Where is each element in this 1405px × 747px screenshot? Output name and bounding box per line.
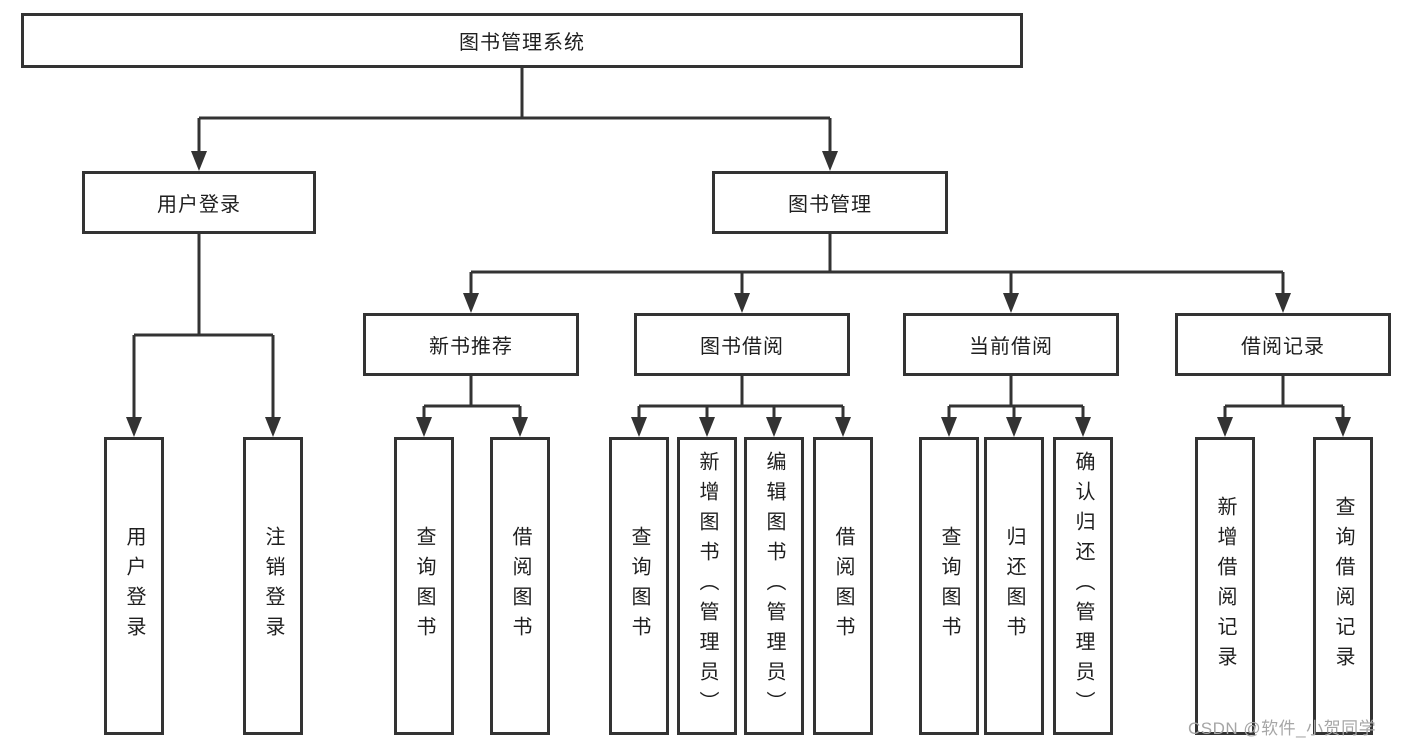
csdn-watermark: CSDN @软件_小贺同学 [1188,719,1377,738]
leaf-add-borrow-record: 新增借阅记录 [1195,437,1255,735]
leaf-user-login: 用户登录 [104,437,164,735]
leaf-label: 编辑图书（管理员） [763,451,785,721]
leaf-label: 查询图书 [628,526,650,646]
node-book-management: 图书管理 [712,171,948,234]
leaf-query-books: 查询图书 [919,437,979,735]
node-book-borrow: 图书借阅 [634,313,850,376]
leaf-label: 借阅图书 [509,526,531,646]
leaf-label: 查询图书 [938,526,960,646]
node-label: 图书管理系统 [459,32,585,54]
leaf-label: 借阅图书 [832,526,854,646]
node-label: 图书借阅 [700,336,784,358]
leaf-return-books: 归还图书 [984,437,1044,735]
leaf-label: 归还图书 [1003,526,1025,646]
leaf-borrow-books: 借阅图书 [813,437,873,735]
node-borrow-records: 借阅记录 [1175,313,1391,376]
leaf-label: 新增借阅记录 [1214,496,1236,676]
node-user-login: 用户登录 [82,171,316,234]
node-label: 新书推荐 [429,336,513,358]
leaf-add-books-admin: 新增图书（管理员） [677,437,737,735]
leaf-logout: 注销登录 [243,437,303,735]
node-label: 图书管理 [788,194,872,216]
node-label: 用户登录 [157,194,241,216]
node-label: 借阅记录 [1241,336,1325,358]
node-current-borrow: 当前借阅 [903,313,1119,376]
leaf-label: 注销登录 [262,526,284,646]
leaf-confirm-return-admin: 确认归还（管理员） [1053,437,1113,735]
leaf-query-books: 查询图书 [609,437,669,735]
leaf-label: 查询图书 [413,526,435,646]
leaf-edit-books-admin: 编辑图书（管理员） [744,437,804,735]
node-root-system: 图书管理系统 [21,13,1023,68]
leaf-label: 用户登录 [123,526,145,646]
node-label: 当前借阅 [969,336,1053,358]
leaf-label: 新增图书（管理员） [696,451,718,721]
leaf-label: 确认归还（管理员） [1072,451,1094,721]
leaf-label: 查询借阅记录 [1332,496,1354,676]
leaf-query-borrow-record: 查询借阅记录 [1313,437,1373,735]
leaf-borrow-books: 借阅图书 [490,437,550,735]
leaf-query-books: 查询图书 [394,437,454,735]
node-new-book-recommend: 新书推荐 [363,313,579,376]
